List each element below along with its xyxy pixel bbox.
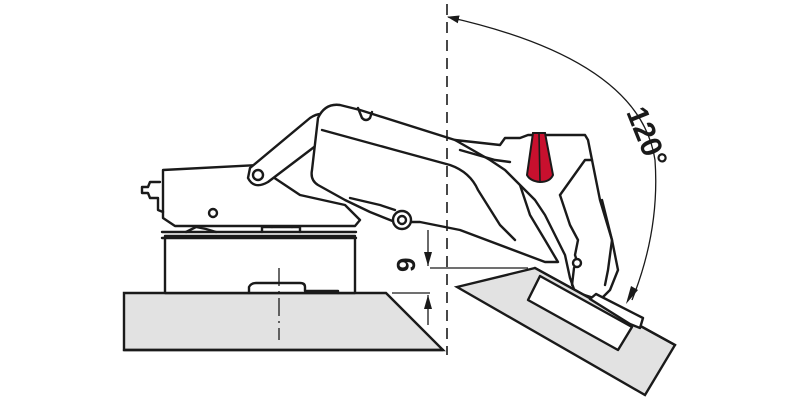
opening-angle-arc [447,15,657,301]
cup-inset [526,274,645,352]
door-panel [453,266,677,397]
mounting-plate [160,220,358,295]
angle-label: 120° [620,102,674,172]
hinge-cup [453,133,620,302]
hinge-body [310,103,560,264]
red-adjustment-cam [525,132,555,184]
gap-dimension-label: 9 [391,258,421,272]
gap-dimension: 9 [391,230,528,325]
hinge-arm [140,112,362,228]
cabinet-side-panel [122,291,446,352]
arc-arrowhead-bottom [626,286,638,304]
